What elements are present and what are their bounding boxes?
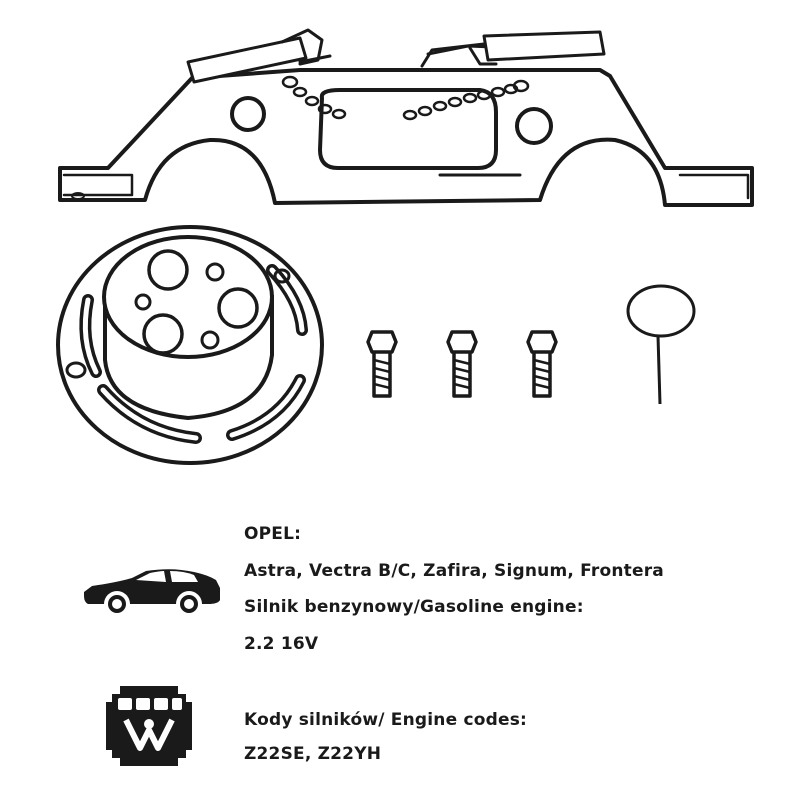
engine-type-label: Silnik benzynowy/Gasoline engine: [244,597,584,617]
engine-codes: Z22SE, Z22YH [244,744,382,764]
locking-pins [186,28,606,121]
crankshaft-holder-tool [56,225,324,465]
bolt [526,330,558,398]
locking-pin-ring [626,284,696,405]
engine-codes-label: Kody silników/ Engine codes: [244,710,528,730]
camshaft-locking-bar [58,68,754,207]
bolt [366,330,398,398]
bolt [446,330,478,398]
car-icon [84,569,220,615]
engine-displacement: 2.2 16V [244,634,319,654]
brand-label: OPEL: [244,524,302,544]
engine-icon [106,686,192,766]
chain [281,75,530,121]
model-list: Astra, Vectra B/C, Zafira, Signum, Front… [244,561,664,581]
